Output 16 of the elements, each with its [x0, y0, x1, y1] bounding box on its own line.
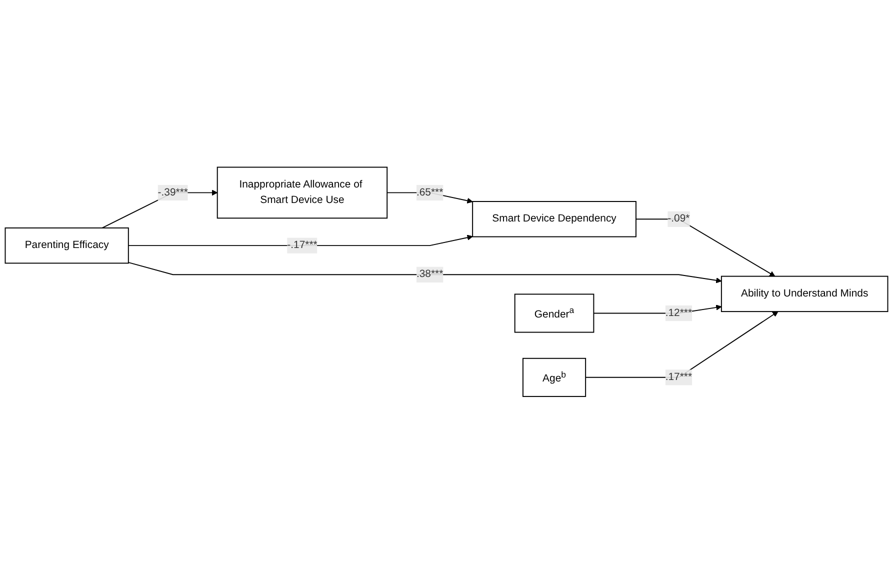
arrow: [128, 234, 473, 246]
edge-label: .12***: [665, 308, 692, 319]
edge-label: -.17***: [287, 240, 318, 251]
edge-label: .65***: [416, 186, 444, 198]
node-box: Age$^{b}$: [522, 358, 586, 398]
node-box: Inappropriate Allowance of Smart Device Use: [216, 166, 388, 219]
node-box: Smart Device Dependency: [472, 201, 636, 238]
edge-label: .17***: [665, 372, 692, 383]
arrow: [635, 218, 776, 277]
edge-label: .38***: [416, 268, 444, 280]
node-box: Parenting Efficacy: [4, 228, 129, 264]
arrow: [128, 262, 722, 284]
node-box: Ability to Understand Minds: [720, 276, 888, 312]
edge-label: -.09*: [668, 213, 690, 224]
node-box: Gender$^{a}$: [514, 294, 594, 333]
edge-label: -.39***: [158, 186, 188, 198]
